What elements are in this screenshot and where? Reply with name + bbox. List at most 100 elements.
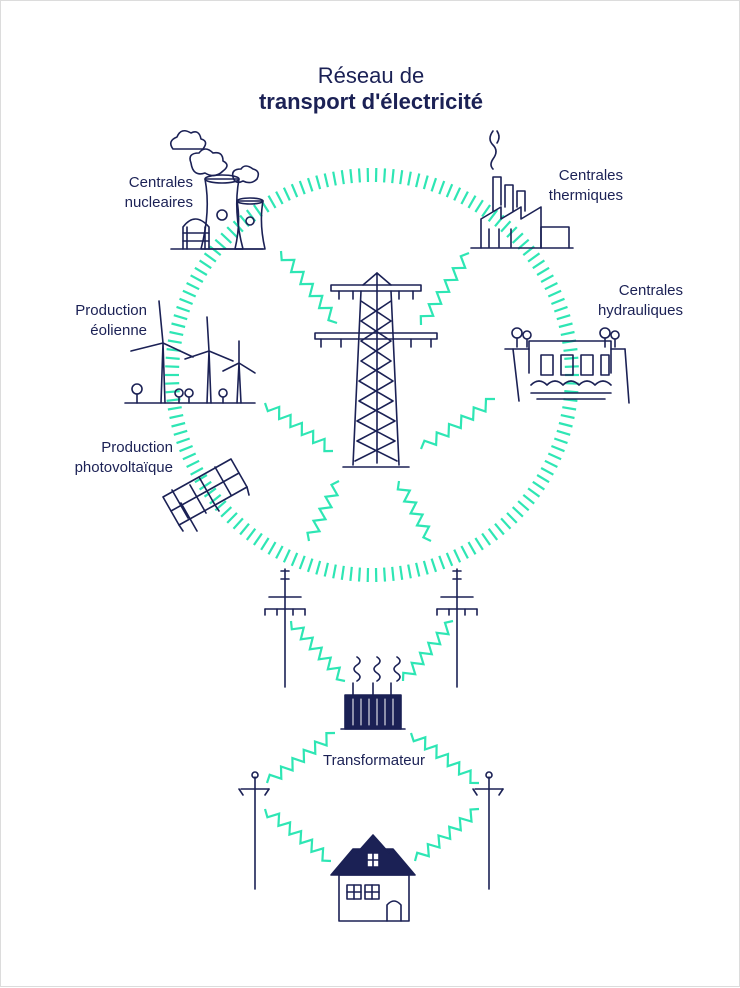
ring-tick	[308, 559, 312, 572]
ring-tick	[165, 366, 179, 367]
label-thermal-line-1: Centrales	[521, 166, 623, 186]
label-wind-line-1: Production	[41, 301, 147, 321]
ring-tick	[174, 315, 187, 319]
ring-tick	[269, 542, 276, 554]
street-lamp-icon-left	[239, 772, 269, 889]
title-line-1: Réseau de	[1, 63, 740, 89]
ring-tick	[400, 566, 402, 580]
ring-tick	[392, 169, 393, 183]
ring-tick	[221, 507, 231, 517]
ring-tick	[551, 446, 564, 451]
label-hydro: Centrales hydrauliques	[571, 281, 683, 321]
ring-tick	[300, 181, 305, 194]
ring-tick	[489, 529, 498, 540]
ring-tick	[195, 268, 207, 275]
label-solar-line-2: photovoltaïque	[41, 458, 173, 478]
label-hydro-line-1: Centrales	[571, 281, 683, 301]
ring-tick	[227, 227, 237, 237]
ring-tick	[215, 240, 226, 249]
ring-tick	[408, 172, 411, 186]
ring-tick	[564, 349, 578, 351]
ring-tick	[454, 550, 460, 563]
ring-tick	[439, 556, 444, 569]
ring-tick	[537, 475, 549, 482]
ring-tick	[292, 184, 297, 197]
ring-tick	[227, 513, 237, 523]
ring-tick	[469, 542, 476, 554]
ring-tick	[559, 324, 573, 328]
ring-tick	[562, 407, 576, 409]
pylon-icon	[315, 273, 437, 467]
ring-tick	[495, 524, 504, 535]
ring-tick	[447, 184, 452, 197]
ring-tick	[284, 188, 290, 201]
ring-tick	[537, 268, 549, 275]
ring-tick	[518, 501, 529, 510]
ring-tick	[392, 567, 393, 581]
ring-tick	[513, 507, 523, 517]
zigzag-link	[403, 621, 453, 681]
label-solar-line-1: Production	[41, 438, 173, 458]
ring-tick	[545, 461, 558, 467]
ring-tick	[187, 461, 200, 467]
ring-tick	[416, 174, 419, 188]
ring-tick	[513, 233, 523, 243]
zigzag-link	[291, 621, 345, 681]
ring-tick	[166, 358, 180, 359]
ring-tick	[325, 563, 328, 577]
ring-tick	[507, 227, 517, 237]
ring-tick	[308, 178, 312, 191]
ring-tick	[447, 553, 452, 566]
label-nuclear: Centrales nucleaires	[91, 173, 193, 213]
ring-tick	[469, 196, 476, 208]
ring-tick	[523, 495, 534, 504]
ring-tick	[564, 391, 578, 392]
ring-tick	[165, 383, 179, 384]
ring-tick	[432, 178, 436, 191]
ring-tick	[183, 454, 196, 460]
ring-tick	[408, 565, 411, 579]
ring-tick	[177, 307, 190, 312]
label-wind: Production éolienne	[41, 301, 147, 341]
ring-tick	[316, 176, 320, 190]
zigzag-link	[398, 481, 431, 541]
ring-tick	[180, 299, 193, 304]
ring-tick	[461, 192, 468, 204]
ring-tick	[200, 260, 212, 268]
ring-tick	[172, 324, 186, 328]
ring-tick	[461, 546, 468, 558]
ring-tick	[168, 407, 182, 409]
label-nuclear-line-2: nucleaires	[91, 193, 193, 213]
ring-tick	[424, 176, 428, 190]
ring-tick	[533, 482, 545, 490]
ring-tick	[325, 174, 328, 188]
street-lamp-icon-right	[473, 772, 503, 889]
ring-tick	[247, 529, 256, 540]
ring-tick	[342, 566, 344, 580]
transport-ring	[165, 168, 579, 582]
ring-tick	[168, 341, 182, 343]
zigzag-link	[421, 253, 469, 325]
ring-tick	[528, 253, 539, 261]
ring-tick	[384, 168, 385, 182]
ring-tick	[551, 299, 564, 304]
label-thermal: Centrales thermiques	[521, 166, 623, 206]
house-icon	[331, 835, 415, 921]
ring-tick	[400, 170, 402, 184]
ring-tick	[333, 172, 336, 186]
ring-tick	[416, 563, 419, 577]
zigzag-link	[265, 403, 333, 451]
ring-tick	[554, 439, 567, 444]
ring-tick	[557, 315, 570, 319]
label-thermal-line-2: thermiques	[521, 186, 623, 206]
ring-tick	[424, 561, 428, 575]
zigzag-link	[265, 809, 331, 861]
ring-tick	[561, 415, 575, 418]
ring-tick	[545, 283, 558, 289]
ring-tick	[254, 534, 262, 546]
ring-tick	[177, 439, 190, 444]
ring-tick	[501, 518, 510, 528]
ring-tick	[495, 216, 504, 227]
